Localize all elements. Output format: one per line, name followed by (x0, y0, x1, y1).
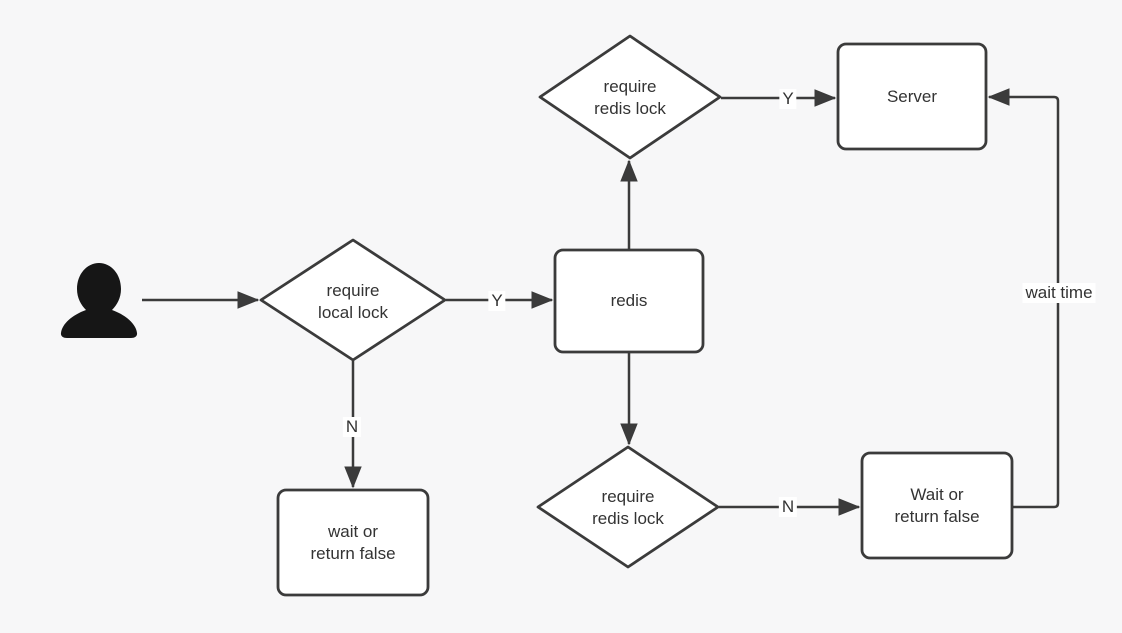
process-wait-return-false-right (860, 451, 1014, 560)
person-icon (60, 263, 138, 338)
process-redis (553, 248, 705, 354)
process-wait-return-false-left (276, 488, 430, 597)
decision-require-local-lock (259, 238, 447, 362)
edge-wait-time-to-server (987, 88, 1060, 509)
decision-require-redis-lock-bottom (536, 445, 720, 569)
process-server (836, 42, 988, 151)
decision-require-redis-lock-top (538, 34, 722, 160)
